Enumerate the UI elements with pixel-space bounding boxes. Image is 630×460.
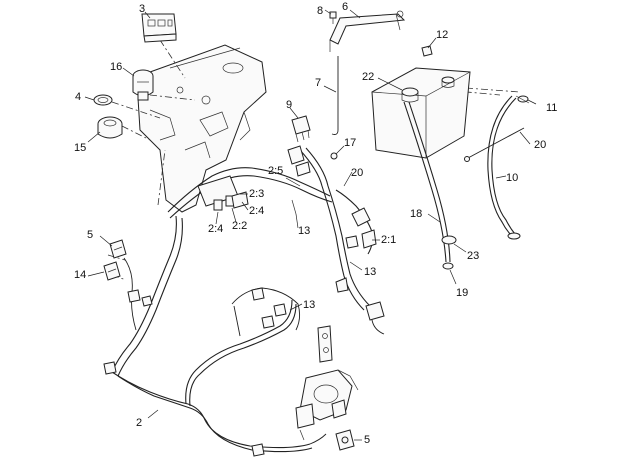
callout-6: 6 (342, 1, 348, 13)
callout-8: 8 (317, 5, 323, 17)
part-14-switch (103, 261, 121, 281)
main-wire-harness (103, 145, 385, 457)
part-22-battery (371, 67, 471, 159)
callout-2-3: 2:3 (249, 188, 264, 200)
callout-18: 18 (410, 208, 422, 220)
callout-11: 11 (546, 102, 557, 114)
part-5-switch-bottom (335, 429, 355, 451)
callout-2-4-right: 2:4 (249, 205, 264, 217)
part-17-screw (330, 152, 338, 160)
callout-2-4-left: 2:4 (208, 223, 223, 235)
part-6-hold-down-bracket (329, 10, 406, 52)
callout-22: 22 (362, 71, 374, 83)
callout-2-2: 2:2 (232, 220, 247, 232)
pedal-assembly (295, 325, 359, 441)
callout-13-middle: 13 (364, 266, 376, 278)
callout-23: 23 (467, 250, 479, 262)
part-8-bolt (329, 11, 337, 24)
callout-3: 3 (139, 3, 145, 15)
part-12-nut (421, 45, 433, 57)
callout-20-center: 20 (351, 167, 363, 179)
callout-15: 15 (74, 142, 86, 154)
callout-5-bottom: 5 (364, 434, 370, 446)
part-9-relay (291, 115, 311, 143)
part-18-cable (403, 101, 457, 270)
callout-9: 9 (286, 99, 292, 111)
callout-16: 16 (110, 61, 122, 73)
callout-7: 7 (315, 77, 321, 89)
part-16-key-switch (132, 69, 154, 101)
callout-17: 17 (344, 137, 356, 149)
callout-13-upper: 13 (298, 225, 310, 237)
callout-13-lower: 13 (303, 299, 315, 311)
callout-2-1: 2:1 (381, 234, 396, 246)
callout-12: 12 (436, 29, 448, 41)
part-20-rod (464, 127, 525, 162)
callout-19: 19 (456, 287, 468, 299)
callout-10: 10 (506, 172, 518, 184)
part-11-terminal (515, 95, 530, 104)
callout-labels: 3 16 4 15 8 6 7 12 22 11 9 17 20 10 20 2… (74, 1, 557, 446)
part-3-switch (141, 13, 177, 43)
part-5-connector-left (109, 239, 127, 259)
callout-2: 2 (136, 417, 142, 429)
part-15-meter (97, 116, 123, 139)
part-10-cable (487, 95, 521, 240)
callout-14: 14 (74, 269, 86, 281)
callout-4: 4 (75, 91, 81, 103)
leader-lines (84, 9, 537, 441)
callout-5-left: 5 (87, 229, 93, 241)
callout-2-5: 2:5 (268, 165, 283, 177)
part-7-j-bolt (331, 56, 339, 135)
part-4-grommet (93, 94, 113, 106)
callout-20-right: 20 (534, 139, 546, 151)
